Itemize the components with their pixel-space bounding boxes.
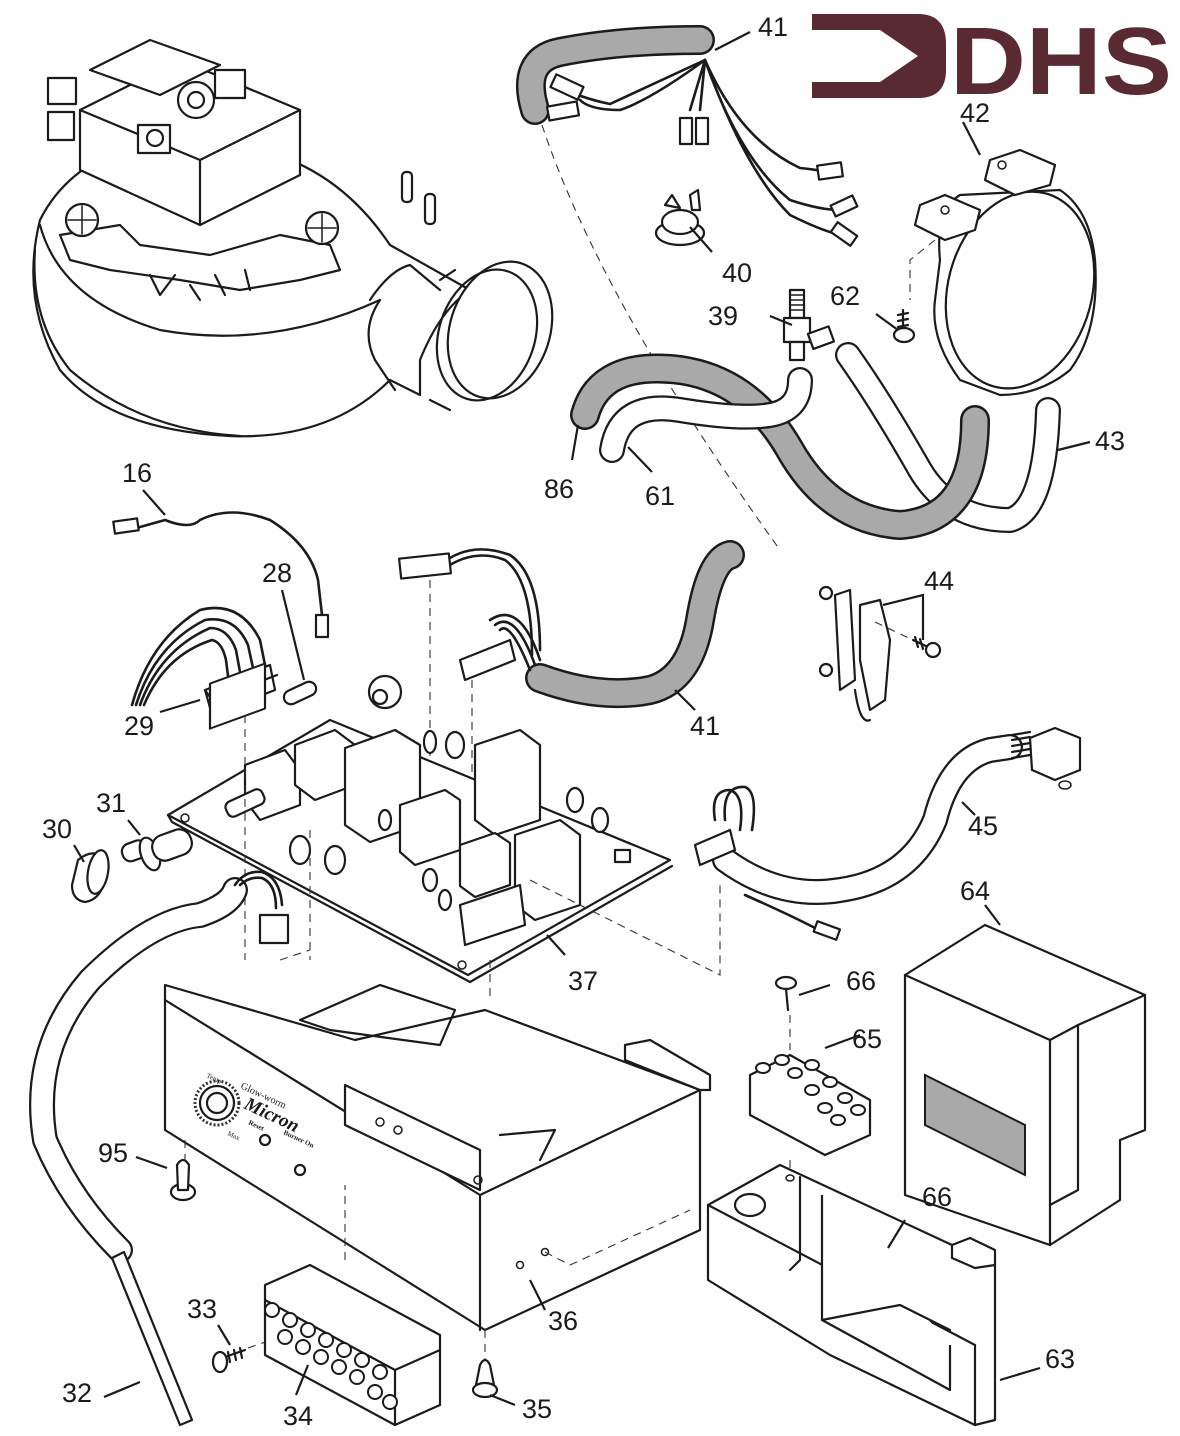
callout-28[interactable]: 28 [262,558,292,588]
part-36-control-box: Temp Max Glow-worm Micron Reset Burner O… [163,983,712,1332]
part-28-fuse [282,680,318,706]
callout-34[interactable]: 34 [283,1401,313,1431]
part-35-push-fastener [471,1330,499,1399]
callout-66-bottom[interactable]: 66 [922,1182,952,1212]
callout-39[interactable]: 39 [708,301,738,331]
callout-16[interactable]: 16 [122,458,152,488]
callout-31[interactable]: 31 [96,788,126,818]
part-39-tee-connector [782,288,836,362]
part-37-control-pcb [166,662,721,1000]
callout-29[interactable]: 29 [124,711,154,741]
part-64-cover [903,923,1147,1247]
callout-45[interactable]: 45 [968,811,998,841]
callout-66-top[interactable]: 66 [846,966,876,996]
callout-41-mid[interactable]: 41 [690,711,720,741]
callout-30[interactable]: 30 [42,814,72,844]
callout-36[interactable]: 36 [548,1306,578,1336]
dhs-logo: DHS [812,8,1172,115]
part-65-terminal-block [748,1015,872,1175]
callout-65[interactable]: 65 [852,1024,882,1054]
part-95-grommet [169,1140,197,1202]
blower-fan-assembly [32,38,554,438]
temperature-dial[interactable] [198,1084,236,1122]
callout-64[interactable]: 64 [960,876,990,906]
part-16-earth-lead [112,511,330,639]
part-30-indicator-lamp [70,849,110,904]
callout-95[interactable]: 95 [98,1138,128,1168]
callout-32[interactable]: 32 [62,1378,92,1408]
callout-41-top[interactable]: 41 [758,12,788,42]
callout-35[interactable]: 35 [522,1394,552,1424]
part-41-top-wiring-harness [515,25,859,551]
callout-86[interactable]: 86 [544,474,574,504]
callout-61[interactable]: 61 [645,481,675,511]
callout-labels: 41 42 40 62 39 86 61 43 16 28 44 29 41 3… [42,12,1125,1431]
part-62-screw [892,308,916,344]
callout-33[interactable]: 33 [187,1294,217,1324]
part-41-mid-wiring-harness [397,540,745,780]
callout-62[interactable]: 62 [830,281,860,311]
logo-text: DHS [950,8,1172,115]
callout-44[interactable]: 44 [924,566,954,596]
callout-42[interactable]: 42 [960,98,990,128]
part-34-terminal-block [263,1185,442,1427]
part-66-screw-top [774,975,798,1012]
part-44-electrode-bracket [818,585,942,722]
leader-lines [73,31,1091,1407]
part-45-ignition-lead [693,726,1082,941]
hoses-86-61-43 [570,342,1061,540]
part-42-motor-housing [909,148,1097,397]
reset-lamp [258,1133,272,1147]
logo-arrow-icon [812,14,946,98]
part-31-lamp-holder [120,828,193,872]
part-63-terminal-cover [706,1163,997,1427]
part-40-overheat-thermostat [654,188,706,247]
callout-63[interactable]: 63 [1045,1344,1075,1374]
callout-43[interactable]: 43 [1095,426,1125,456]
callout-37[interactable]: 37 [568,966,598,996]
burner-on-lamp [293,1163,307,1177]
part-32-temperature-sensor [29,870,290,1427]
callout-40[interactable]: 40 [722,258,752,288]
